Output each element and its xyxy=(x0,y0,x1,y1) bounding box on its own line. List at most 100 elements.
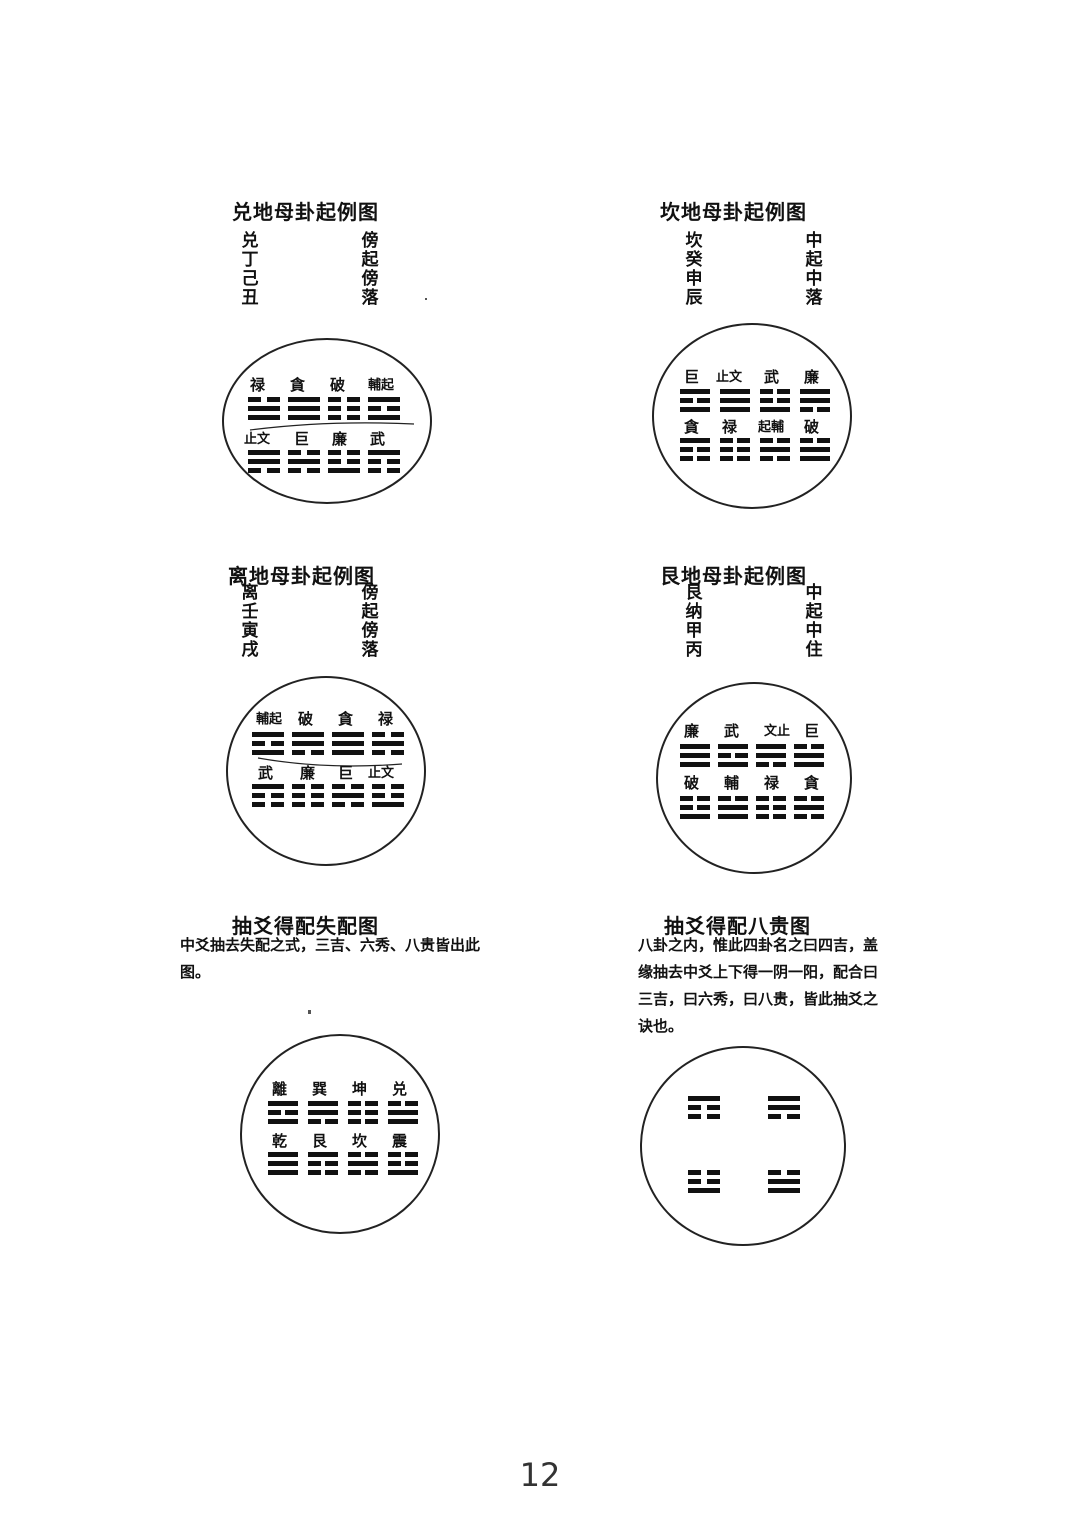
right-column-li: 傍起傍落 xyxy=(361,583,379,660)
trigram-label: 艮 xyxy=(312,1132,328,1150)
trigram xyxy=(756,796,786,823)
trigram xyxy=(768,1170,800,1197)
trigram-label: 坤 xyxy=(352,1080,368,1098)
trigram-xun xyxy=(248,450,280,477)
trigram xyxy=(308,1101,338,1128)
trigram-label: 破 xyxy=(804,418,820,436)
trigram-label: 兑 xyxy=(392,1080,408,1098)
trigram xyxy=(372,732,404,759)
trigram-qian xyxy=(368,450,400,477)
trigram-label: 禄 xyxy=(250,376,266,394)
trigram-label: 破 xyxy=(684,774,700,792)
left-column-li: 离壬寅戌 xyxy=(241,583,259,660)
trigram xyxy=(680,438,710,465)
trigram-label: 破 xyxy=(298,710,314,728)
trigram-label: 巨 xyxy=(338,764,354,782)
trigram-label: 廉 xyxy=(804,368,820,386)
trigram-label: 巨 xyxy=(684,368,700,386)
trigram-label: 巨 xyxy=(804,722,820,740)
right-column-kan: 中起中落 xyxy=(805,231,823,308)
trigram xyxy=(332,732,364,759)
trigram xyxy=(292,784,324,811)
trigram xyxy=(332,784,364,811)
trigram xyxy=(268,1101,298,1128)
trigram xyxy=(688,1170,720,1197)
trigram-circle-dui xyxy=(222,338,432,504)
trigram xyxy=(680,389,710,416)
trigram xyxy=(718,796,748,823)
trigram-label: 廉 xyxy=(684,722,700,740)
trigram-label: 貪 xyxy=(290,376,306,394)
trigram-zhen xyxy=(288,397,320,424)
trigram-label: 武 xyxy=(764,368,780,386)
trigram xyxy=(800,389,830,416)
trigram-li xyxy=(368,397,400,424)
caption-lower-left: 中爻抽去失配之式，三吉、六秀、八贵皆出此图。 xyxy=(180,936,481,981)
connector-line xyxy=(257,757,403,767)
trigram-label: 乾 xyxy=(272,1132,288,1150)
diagram-title-kan: 坎地母卦起例图 xyxy=(660,200,807,224)
trigram-label: 止文 xyxy=(368,766,395,781)
trigram-label: 貪 xyxy=(338,710,354,728)
trigram-kan xyxy=(288,450,320,477)
left-column-gen: 艮纳甲丙 xyxy=(685,583,703,660)
trigram-label: 震 xyxy=(392,1132,408,1150)
trigram xyxy=(768,1096,800,1123)
trigram xyxy=(372,784,404,811)
trigram xyxy=(688,1096,720,1123)
trigram-label: 武 xyxy=(724,722,740,740)
trigram-circle-li xyxy=(226,676,426,866)
diagram-title-lower-left: 抽爻得配失配图 xyxy=(232,914,379,938)
trigram-kun xyxy=(328,397,360,424)
trigram xyxy=(252,784,284,811)
diagram-title-lower-right: 抽爻得配八贵图 xyxy=(664,914,811,938)
trigram-label: 貪 xyxy=(684,418,700,436)
trigram-circle-lower-right xyxy=(640,1046,846,1246)
trigram-label: 止文 xyxy=(716,370,743,385)
trigram-label: 武 xyxy=(258,764,274,782)
diagram-title-dui: 兑地母卦起例图 xyxy=(232,200,379,224)
trigram xyxy=(348,1101,378,1128)
trigram-dui xyxy=(248,397,280,424)
trigram-label: 起輔 xyxy=(758,420,785,435)
trigram-label: 輔起 xyxy=(256,712,283,727)
right-column-dui: 傍起傍落 xyxy=(361,231,379,308)
trigram xyxy=(794,796,824,823)
trigram-label: 止文 xyxy=(244,432,271,447)
left-column-kan: 坎癸申辰 xyxy=(685,231,703,308)
trigram-label: 坎 xyxy=(352,1132,368,1150)
trigram-label: 離 xyxy=(272,1080,288,1098)
trigram-label: 廉 xyxy=(332,430,348,448)
trigram xyxy=(794,744,824,771)
trigram xyxy=(292,732,324,759)
trigram xyxy=(720,389,750,416)
right-column-gen: 中起中住 xyxy=(805,583,823,660)
connector-line xyxy=(249,422,415,431)
trigram xyxy=(680,744,710,771)
trigram xyxy=(348,1152,378,1179)
trigram-label: 禄 xyxy=(764,774,780,792)
trigram-circle-kan xyxy=(652,323,852,509)
trigram xyxy=(388,1152,418,1179)
trigram-label: 武 xyxy=(370,430,386,448)
trigram-label: 破 xyxy=(330,376,346,394)
page-number: 12 xyxy=(519,1456,561,1494)
trigram-circle-gen xyxy=(656,682,852,874)
caption-lower-right: 八卦之内，惟此四卦名之曰四吉，盖缘抽去中爻上下得一阴一阳，配合曰三吉，曰六秀，曰… xyxy=(638,936,879,1035)
scan-speck xyxy=(308,1010,311,1014)
trigram-label: 廉 xyxy=(300,764,316,782)
trigram-circle-lower-left xyxy=(240,1034,440,1234)
trigram xyxy=(756,744,786,771)
scan-speck xyxy=(425,298,427,300)
trigram-label: 巽 xyxy=(312,1080,328,1098)
trigram-label: 禄 xyxy=(722,418,738,436)
trigram xyxy=(800,438,830,465)
trigram xyxy=(252,732,284,759)
left-column-dui: 兑丁己丑 xyxy=(241,231,259,308)
trigram xyxy=(268,1152,298,1179)
diagram-title-gen: 艮地母卦起例图 xyxy=(660,564,807,588)
trigram-label: 巨 xyxy=(294,430,310,448)
trigram xyxy=(388,1101,418,1128)
trigram-label: 文止 xyxy=(764,724,791,739)
trigram-label: 輔 xyxy=(724,774,740,792)
